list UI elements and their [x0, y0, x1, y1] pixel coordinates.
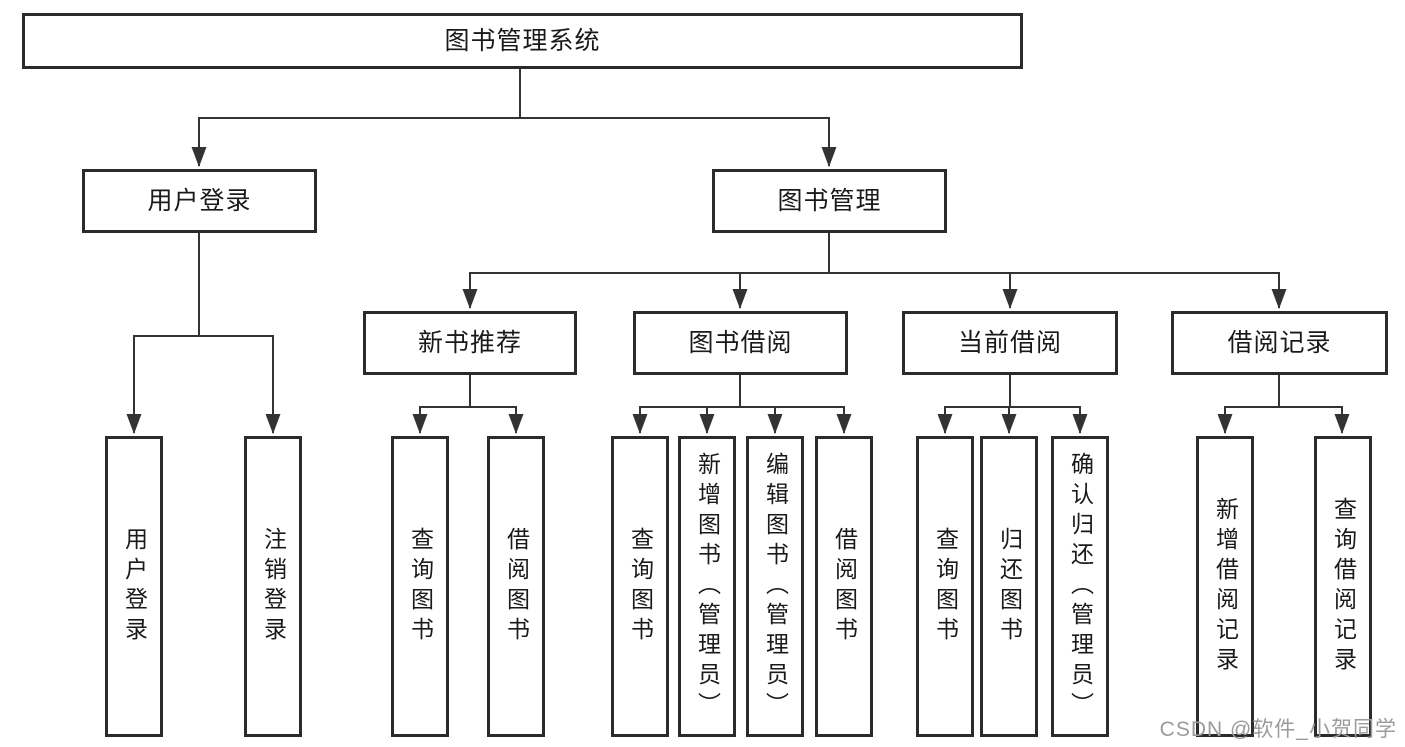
leaf-query-book-current: 查询图书: [916, 436, 974, 737]
leaf-add-book-admin: 新增图书（管理员）: [678, 436, 736, 737]
node-user-login-label: 用户登录: [147, 186, 252, 215]
leaf-borrow-book-label: 借阅图书: [831, 526, 858, 647]
node-new-book-recommend-label: 新书推荐: [417, 328, 522, 357]
leaf-user-login: 用户登录: [105, 436, 163, 737]
node-book-management: 图书管理: [712, 169, 947, 233]
leaf-edit-book-admin-label: 编辑图书（管理员）: [762, 451, 789, 722]
node-book-borrow: 图书借阅: [633, 311, 848, 375]
node-book-borrow-label: 图书借阅: [688, 328, 793, 357]
leaf-query-book-recommend: 查询图书: [391, 436, 449, 737]
leaf-query-book-recommend-label: 查询图书: [407, 526, 434, 647]
leaf-borrow-book-recommend: 借阅图书: [487, 436, 545, 737]
leaf-logout-label: 注销登录: [260, 526, 287, 647]
leaf-query-book-borrow: 查询图书: [611, 436, 669, 737]
leaf-borrow-book: 借阅图书: [815, 436, 873, 737]
leaf-edit-book-admin: 编辑图书（管理员）: [746, 436, 804, 737]
node-root-label: 图书管理系统: [444, 26, 601, 55]
node-current-borrow-label: 当前借阅: [957, 328, 1062, 357]
node-current-borrow: 当前借阅: [902, 311, 1118, 375]
node-borrow-records-label: 借阅记录: [1227, 328, 1332, 357]
csdn-watermark: CSDN @软件_小贺同学: [1159, 718, 1397, 741]
leaf-confirm-return-admin: 确认归还（管理员）: [1051, 436, 1109, 737]
leaf-logout: 注销登录: [244, 436, 302, 737]
leaf-query-book-borrow-label: 查询图书: [627, 526, 654, 647]
leaf-query-borrow-record: 查询借阅记录: [1314, 436, 1372, 737]
node-new-book-recommend: 新书推荐: [363, 311, 577, 375]
leaf-add-book-admin-label: 新增图书（管理员）: [694, 451, 721, 722]
leaf-return-book: 归还图书: [980, 436, 1038, 737]
leaf-query-borrow-record-label: 查询借阅记录: [1330, 496, 1357, 677]
leaf-borrow-book-recommend-label: 借阅图书: [503, 526, 530, 647]
leaf-add-borrow-record-label: 新增借阅记录: [1212, 496, 1239, 677]
node-book-management-label: 图书管理: [777, 186, 882, 215]
leaf-return-book-label: 归还图书: [996, 526, 1023, 647]
leaf-confirm-return-admin-label: 确认归还（管理员）: [1067, 451, 1094, 722]
leaf-query-book-current-label: 查询图书: [932, 526, 959, 647]
leaf-add-borrow-record: 新增借阅记录: [1196, 436, 1254, 737]
leaf-user-login-label: 用户登录: [121, 526, 148, 647]
node-root: 图书管理系统: [22, 13, 1023, 69]
node-borrow-records: 借阅记录: [1171, 311, 1388, 375]
node-user-login: 用户登录: [82, 169, 317, 233]
